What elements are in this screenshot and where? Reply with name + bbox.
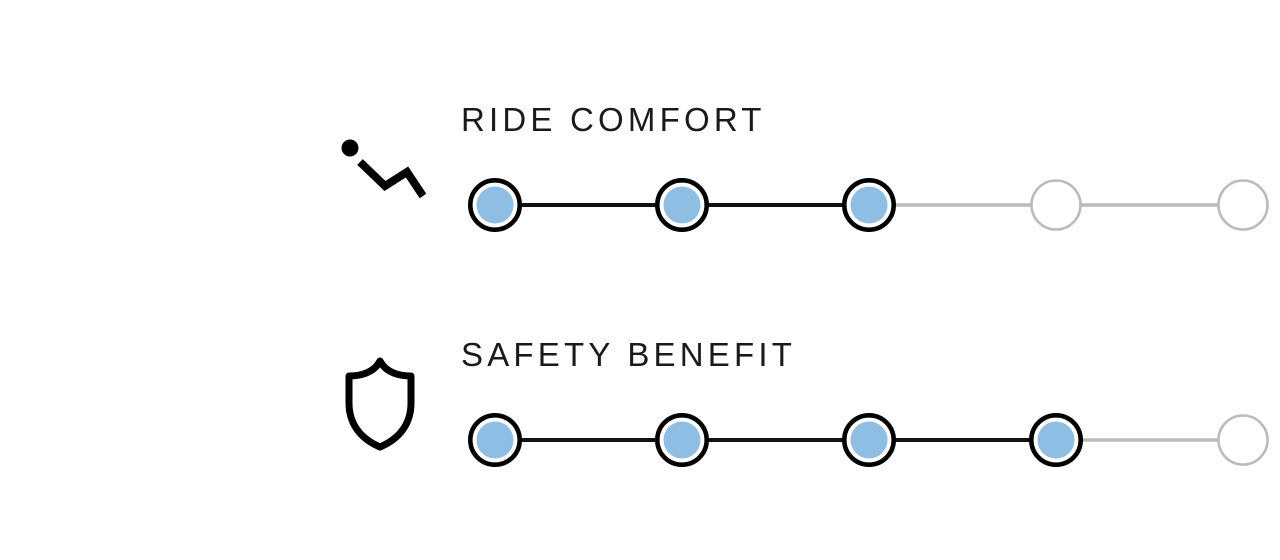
- step-dot-1[interactable]: [467, 177, 523, 233]
- rating-steps-safety-benefit[interactable]: [461, 407, 1280, 473]
- step-fill: [663, 186, 701, 224]
- step-dot-5[interactable]: [1217, 179, 1269, 231]
- step-fill: [476, 186, 514, 224]
- step-fill: [850, 186, 888, 224]
- step-ring: [1030, 179, 1082, 231]
- shield-icon: [340, 355, 432, 455]
- step-fill: [850, 421, 888, 459]
- step-dot-1[interactable]: [467, 412, 523, 468]
- metric-title-safety-benefit: SAFETY BENEFIT: [461, 336, 797, 373]
- suspension-zigzag-icon: [340, 138, 432, 210]
- step-dot-4[interactable]: [1030, 179, 1082, 231]
- step-fill: [663, 421, 701, 459]
- step-dot-4[interactable]: [1028, 412, 1083, 468]
- step-dot-2[interactable]: [655, 412, 710, 468]
- metric-title-ride-comfort: RIDE COMFORT: [461, 101, 766, 138]
- step-fill: [476, 421, 514, 459]
- step-fill: [1037, 421, 1075, 459]
- step-dot-2[interactable]: [655, 177, 710, 233]
- step-track: [467, 412, 1269, 468]
- step-dot-5[interactable]: [1217, 414, 1269, 466]
- rating-steps-ride-comfort[interactable]: [461, 172, 1280, 238]
- step-ring: [1217, 414, 1269, 466]
- step-ring: [1217, 179, 1269, 231]
- step-track: [467, 177, 1269, 233]
- step-dot-3[interactable]: [841, 412, 896, 468]
- step-dot-3[interactable]: [841, 177, 896, 233]
